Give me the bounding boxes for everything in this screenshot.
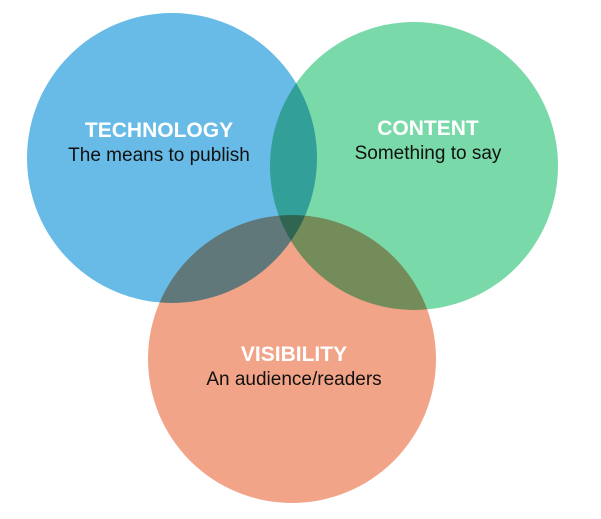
visibility-label: VISIBILITY An audience/readers xyxy=(206,342,381,392)
content-title: CONTENT xyxy=(377,117,479,140)
content-label: CONTENT Something to say xyxy=(355,116,502,166)
visibility-circle xyxy=(148,215,436,503)
technology-title: TECHNOLOGY xyxy=(84,119,234,142)
visibility-subtitle: An audience/readers xyxy=(206,369,382,390)
technology-subtitle: The means to publish xyxy=(68,145,250,166)
technology-label: TECHNOLOGY The means to publish xyxy=(68,118,250,168)
content-subtitle: Something to say xyxy=(354,143,502,164)
visibility-title: VISIBILITY xyxy=(240,343,348,366)
